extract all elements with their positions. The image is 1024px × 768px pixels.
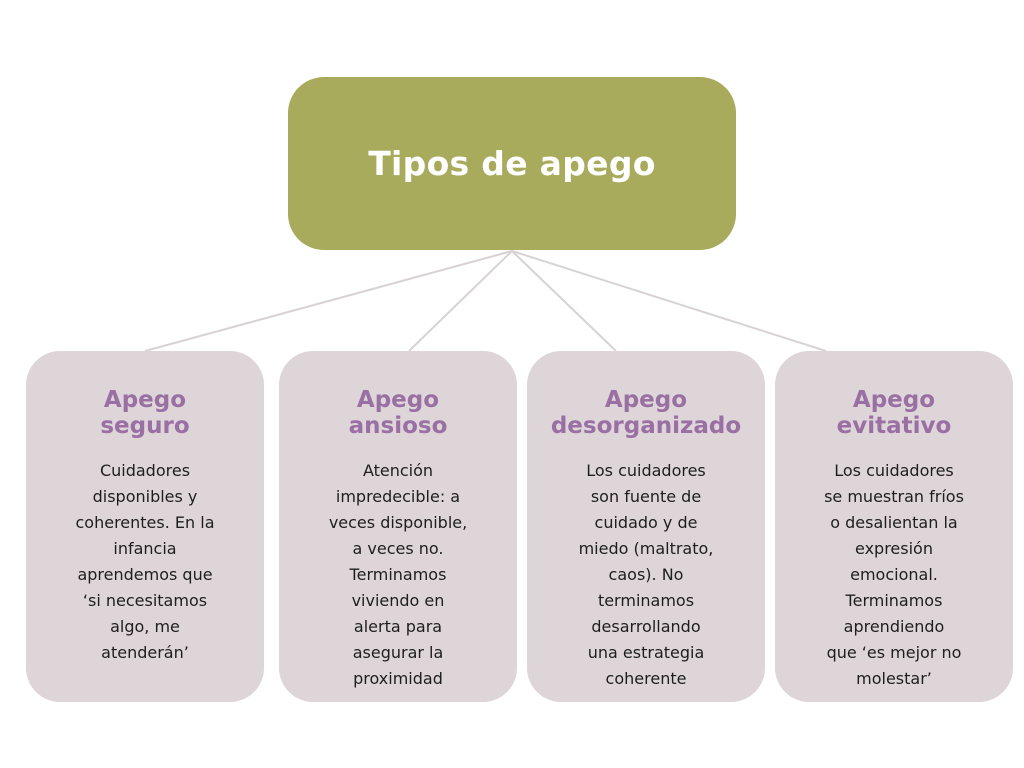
card-apego-desorganizado: Apego desorganizado Los cuidadores son f… [527,351,765,702]
root-node: Tipos de apego [288,77,736,250]
card-title: Apego ansioso [348,387,448,439]
card-apego-seguro: Apego seguro Cuidadores disponibles y co… [26,351,264,702]
connector-line-evitativo [511,250,827,352]
connector-line-seguro [144,250,513,352]
card-description: Los cuidadores se muestran fríos o desal… [824,461,964,688]
card-apego-evitativo: Apego evitativo Los cuidadores se muestr… [775,351,1013,702]
card-title: Apego evitativo [836,387,952,439]
connector-line-ansioso [408,250,513,352]
card-title: Apego seguro [100,387,190,439]
card-description: Los cuidadores son fuente de cuidado y d… [578,461,714,688]
card-title: Apego desorganizado [550,387,742,439]
card-apego-ansioso: Apego ansioso Atención impredecible: a v… [279,351,517,702]
connector-line-desorganizado [511,250,617,352]
card-description: Atención impredecible: a veces disponibl… [328,461,468,688]
card-description: Cuidadores disponibles y coherentes. En … [75,461,215,662]
root-title: Tipos de apego [368,144,656,183]
